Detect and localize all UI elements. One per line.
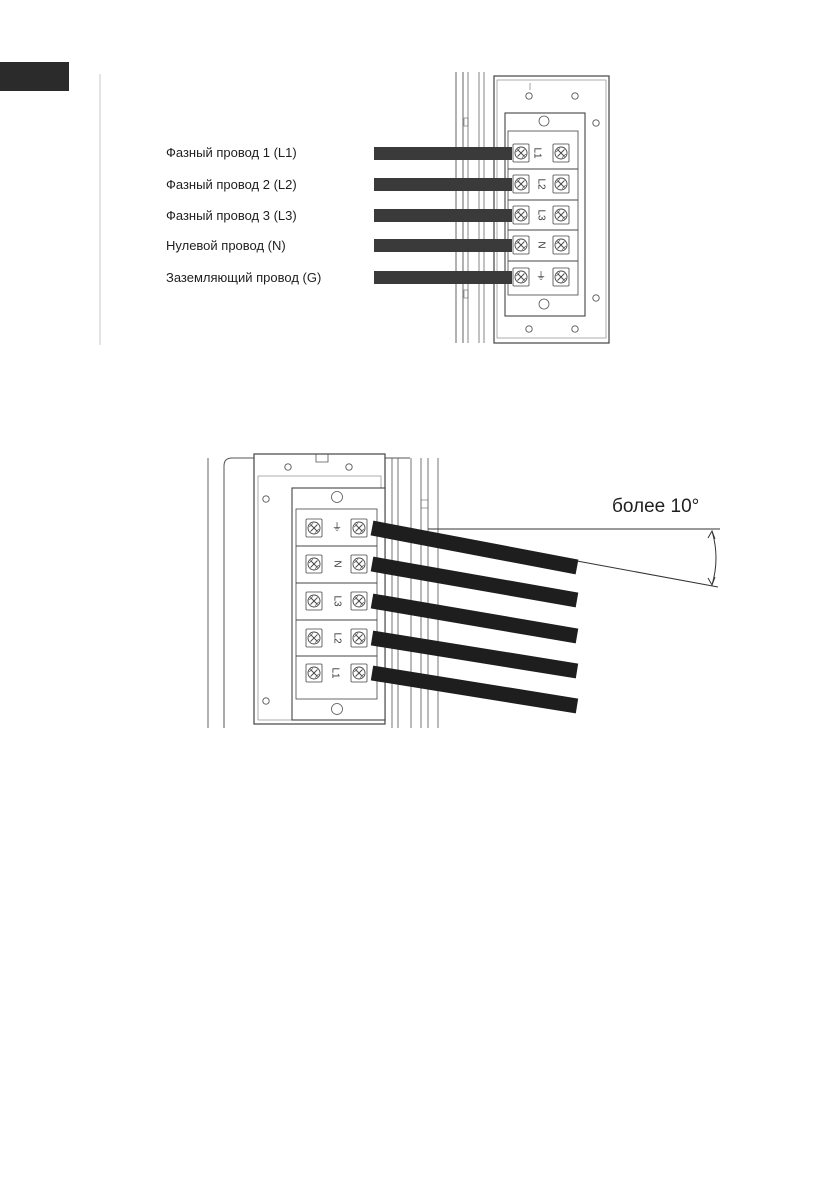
top-wiring-diagram: L1 L2 L3 N ⏚	[99, 72, 610, 345]
wire-label-g: Заземляющий провод (G)	[166, 270, 322, 285]
terminal-label-g-bottom: ⏚	[332, 522, 342, 534]
terminal-label-l3: L3	[535, 209, 546, 221]
bottom-angle-diagram: ⏚ N L3 L2 L1	[207, 453, 720, 728]
wire-l3-angled	[370, 593, 579, 644]
angle-annotation	[428, 528, 720, 588]
terminal-label-l3-bottom: L3	[331, 595, 342, 607]
wires-top	[374, 147, 512, 284]
wire-l2-angled	[370, 630, 579, 679]
wire-label-n: Нулевой провод (N)	[166, 238, 286, 253]
wire-n	[374, 239, 512, 252]
terminal-label-l1-bottom: L1	[329, 667, 340, 679]
terminal-label-g: ⏚	[536, 271, 546, 283]
wire-label-l2: Фазный провод 2 (L2)	[166, 177, 297, 192]
wire-l3	[374, 209, 512, 222]
wire-label-l3: Фазный провод 3 (L3)	[166, 208, 297, 223]
wire-l1	[374, 147, 512, 160]
terminal-label-l1: L1	[531, 147, 542, 159]
angle-label: более 10°	[612, 496, 700, 517]
wire-l2	[374, 178, 512, 191]
wire-l1-angled	[370, 665, 579, 714]
terminal-label-n: N	[535, 241, 546, 248]
terminal-label-l2-bottom: L2	[331, 632, 342, 644]
wire-label-l1: Фазный провод 1 (L1)	[166, 145, 297, 160]
terminal-label-n-bottom: N	[331, 560, 342, 567]
terminal-labels-bottom: ⏚ N L3 L2 L1	[329, 522, 342, 679]
angled-wires	[370, 520, 579, 714]
terminal-labels-top: L1 L2 L3 N ⏚	[531, 147, 546, 282]
wire-n-angled	[370, 556, 579, 608]
terminal-label-l2: L2	[535, 178, 546, 190]
wire-g	[374, 271, 512, 284]
wire-g-angled	[370, 520, 579, 575]
section-tab-marker	[0, 62, 69, 91]
